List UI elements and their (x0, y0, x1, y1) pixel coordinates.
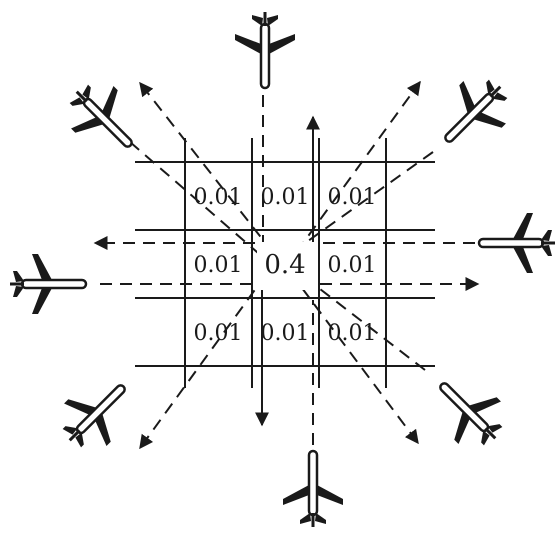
cell-label: 0.01 (194, 321, 243, 346)
cell-label-center: 0.4 (264, 250, 305, 280)
airplane-icon (56, 71, 152, 167)
airplane-icon (425, 66, 521, 162)
airplane-icon (420, 363, 516, 459)
cell-label: 0.01 (194, 253, 243, 278)
airplane-icon (10, 254, 86, 314)
cell-label: 0.01 (261, 185, 310, 210)
airplane-icon (235, 12, 295, 88)
airplane-icon (479, 213, 555, 273)
cell-label: 0.01 (261, 321, 310, 346)
cell-label: 0.01 (328, 185, 377, 210)
cell-label: 0.01 (194, 185, 243, 210)
airplane-icon (283, 451, 343, 527)
cell-label: 0.01 (328, 321, 377, 346)
airplane-icon (49, 365, 145, 461)
cell-label: 0.01 (328, 253, 377, 278)
cell-labels: 0.01 0.01 0.01 0.01 0.4 0.01 0.01 0.01 0… (194, 185, 377, 346)
